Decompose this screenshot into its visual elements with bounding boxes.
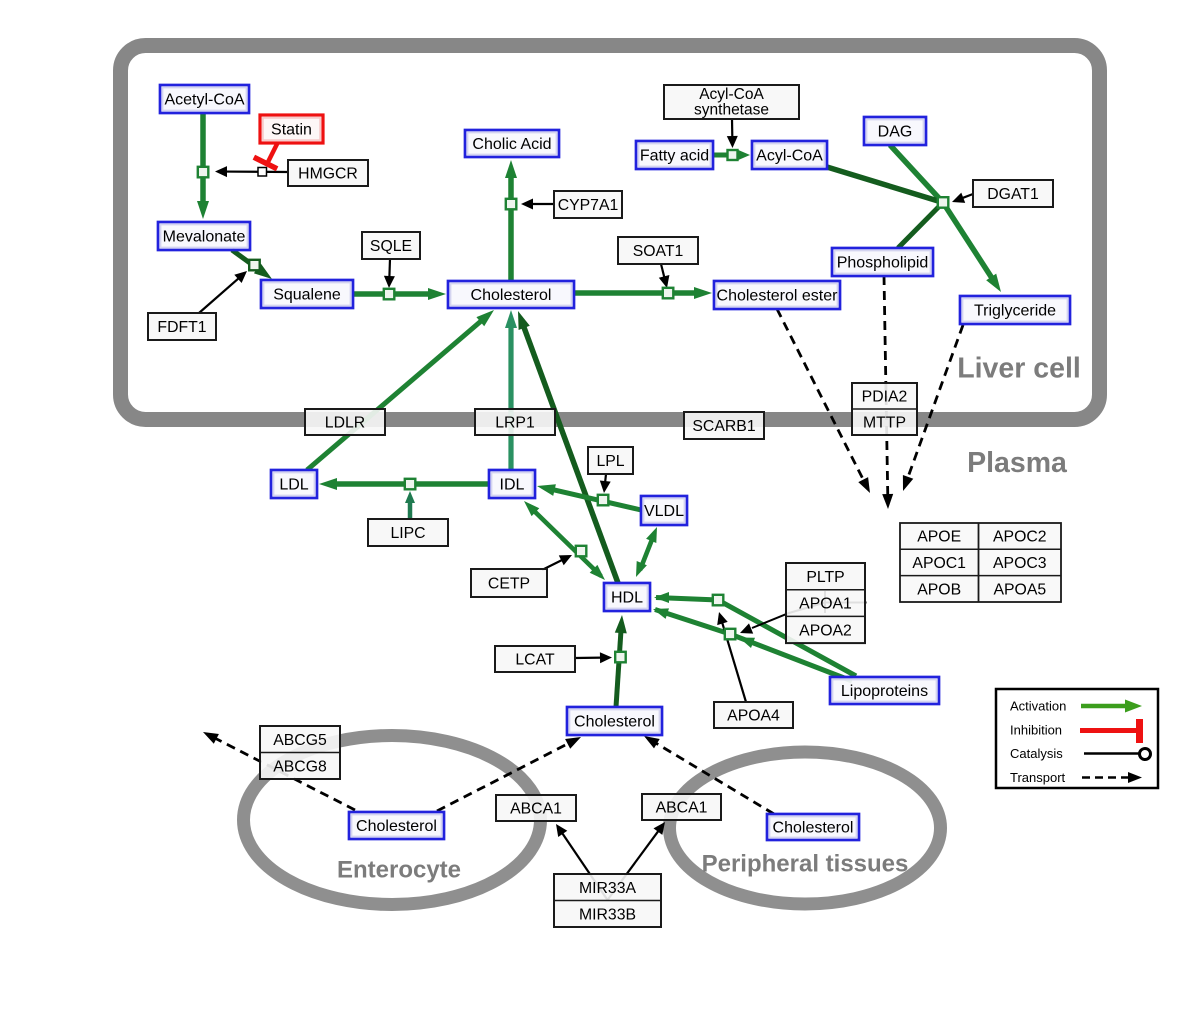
svg-text:MIR33A: MIR33A (579, 880, 637, 897)
svg-text:MIR33B: MIR33B (579, 906, 636, 923)
svg-text:ABCG5: ABCG5 (273, 732, 327, 749)
svg-text:APOC1: APOC1 (912, 555, 966, 572)
svg-text:Statin: Statin (271, 122, 312, 139)
svg-text:Fatty acid: Fatty acid (640, 148, 709, 165)
svg-text:CYP7A1: CYP7A1 (558, 197, 619, 214)
svg-text:DGAT1: DGAT1 (987, 186, 1039, 203)
svg-text:Liver cell: Liver cell (957, 353, 1081, 385)
svg-text:APOA2: APOA2 (799, 622, 852, 639)
svg-text:HDL: HDL (611, 590, 643, 607)
svg-text:LRP1: LRP1 (495, 415, 535, 432)
svg-text:LPL: LPL (596, 453, 624, 470)
svg-text:Cholesterol: Cholesterol (471, 287, 552, 304)
svg-text:LDLR: LDLR (325, 415, 365, 432)
svg-text:Acyl-CoA: Acyl-CoA (699, 86, 764, 103)
svg-text:ABCA1: ABCA1 (656, 800, 708, 817)
svg-text:APOA5: APOA5 (993, 581, 1046, 598)
svg-text:Cholesterol: Cholesterol (574, 714, 655, 731)
svg-text:SQLE: SQLE (370, 238, 412, 255)
svg-text:IDL: IDL (500, 477, 525, 494)
svg-text:Inhibition: Inhibition (1010, 723, 1062, 738)
svg-text:APOA1: APOA1 (799, 596, 852, 613)
svg-text:Mevalonate: Mevalonate (163, 229, 246, 246)
svg-text:MTTP: MTTP (863, 415, 906, 432)
svg-text:Triglyceride: Triglyceride (974, 303, 1056, 320)
svg-text:Phospholipid: Phospholipid (837, 255, 929, 272)
svg-text:APOC2: APOC2 (993, 529, 1047, 546)
svg-text:VLDL: VLDL (644, 503, 684, 520)
svg-text:ABCG8: ABCG8 (273, 758, 327, 775)
svg-text:Cholesterol: Cholesterol (773, 820, 854, 837)
svg-text:Cholesterol ester: Cholesterol ester (717, 288, 839, 305)
svg-text:PLTP: PLTP (806, 569, 844, 586)
svg-text:Plasma: Plasma (967, 447, 1068, 479)
svg-text:ABCA1: ABCA1 (510, 801, 562, 818)
svg-text:LCAT: LCAT (515, 652, 555, 669)
svg-text:Squalene: Squalene (273, 287, 341, 304)
svg-text:FDFT1: FDFT1 (157, 319, 206, 336)
svg-text:Peripheral tissues: Peripheral tissues (702, 851, 909, 878)
svg-text:DAG: DAG (878, 124, 913, 141)
svg-text:Catalysis: Catalysis (1010, 746, 1063, 761)
svg-text:Cholesterol: Cholesterol (356, 818, 437, 835)
svg-text:SOAT1: SOAT1 (633, 243, 684, 260)
svg-text:PDIA2: PDIA2 (862, 389, 908, 406)
svg-text:APOA4: APOA4 (727, 708, 780, 725)
svg-text:Acyl-CoA: Acyl-CoA (756, 148, 823, 165)
svg-text:Enterocyte: Enterocyte (337, 857, 461, 884)
svg-text:Acetyl-CoA: Acetyl-CoA (164, 92, 244, 109)
svg-text:APOE: APOE (917, 529, 961, 546)
svg-text:LDL: LDL (279, 477, 308, 494)
svg-text:Lipoproteins: Lipoproteins (841, 683, 928, 700)
svg-text:APOC3: APOC3 (993, 555, 1047, 572)
svg-text:CETP: CETP (488, 576, 530, 593)
svg-text:APOB: APOB (917, 581, 961, 598)
svg-text:HMGCR: HMGCR (298, 166, 358, 183)
svg-text:SCARB1: SCARB1 (692, 418, 755, 435)
svg-text:Cholic Acid: Cholic Acid (472, 136, 551, 153)
svg-text:synthetase: synthetase (694, 102, 769, 119)
svg-text:Activation: Activation (1010, 699, 1066, 714)
svg-text:Transport: Transport (1010, 770, 1066, 785)
svg-text:LIPC: LIPC (390, 525, 425, 542)
